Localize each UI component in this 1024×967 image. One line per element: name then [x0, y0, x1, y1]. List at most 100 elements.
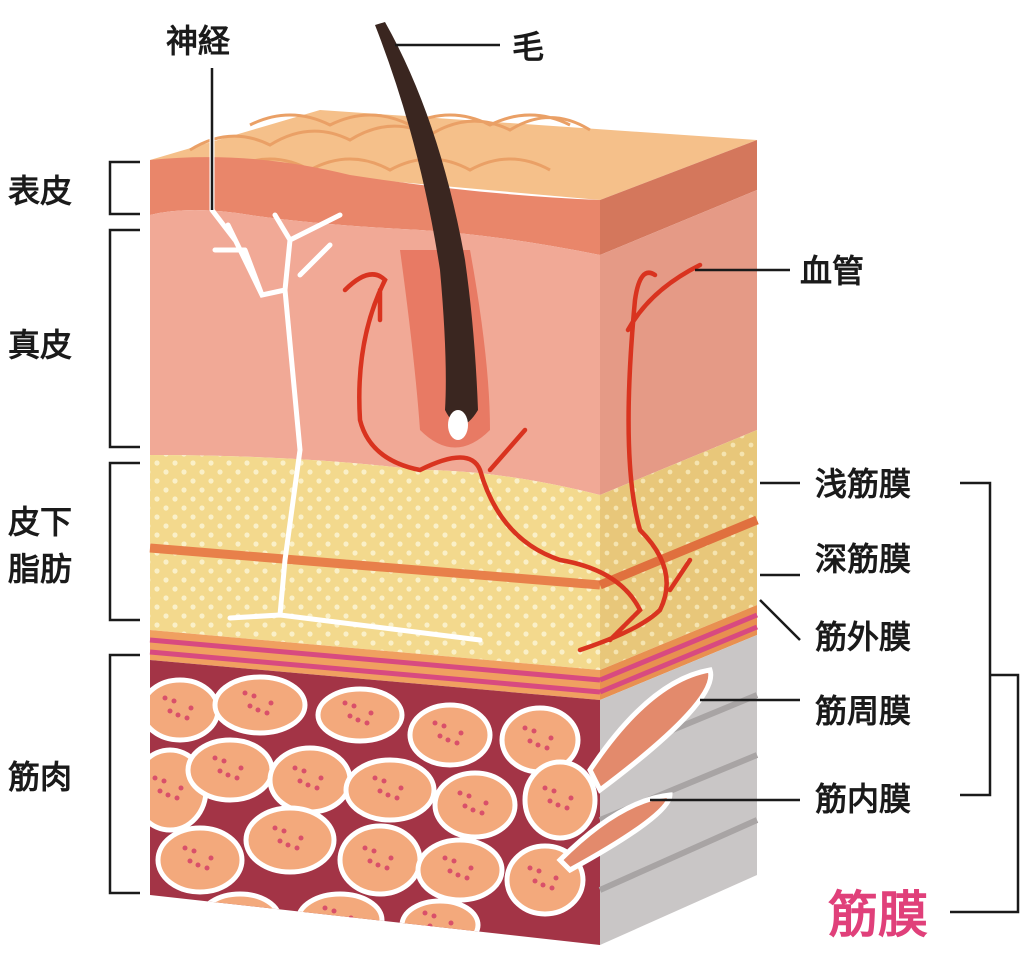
fiber-dot	[372, 775, 378, 781]
label-fascia: 筋膜	[828, 886, 928, 944]
fiber-dot	[544, 745, 550, 751]
fiber-dot	[184, 715, 190, 721]
fiber-dot	[377, 788, 383, 794]
fiber-dot	[212, 755, 218, 761]
fiber-dot	[532, 878, 538, 884]
fiber-dot	[217, 768, 223, 774]
label-nerve: 神経	[166, 22, 231, 60]
fiber-dot	[381, 778, 387, 784]
fiber-dot	[448, 920, 454, 926]
fiber-dot	[335, 922, 341, 928]
muscle-fiber	[150, 677, 221, 743]
blood-vessels	[342, 262, 703, 653]
muscle-fiber	[197, 891, 283, 945]
fiber-dot	[272, 825, 278, 831]
fiber-dot	[527, 738, 533, 744]
fiber-dot	[464, 875, 470, 881]
fiber-dot	[445, 737, 451, 743]
fiber-dot	[466, 793, 472, 799]
fiber-dot	[264, 710, 270, 716]
fiber-dot	[294, 845, 300, 851]
muscle-fiber	[185, 737, 275, 803]
fiber-dot	[175, 712, 181, 718]
fiber-dot	[371, 848, 377, 854]
fiber-dot	[244, 925, 250, 931]
muscle-fiber	[337, 823, 423, 897]
fiber-dot	[268, 700, 274, 706]
fiber-dot	[468, 865, 474, 871]
fiber-dot	[540, 882, 546, 888]
fiber-dot	[348, 915, 354, 921]
label-hair: 毛	[512, 28, 544, 66]
fiber-dot	[221, 758, 227, 764]
fiber-dot	[242, 690, 248, 696]
fiber-dot	[161, 923, 167, 929]
fiber-dot	[479, 810, 485, 816]
fiber-dot	[195, 862, 201, 868]
label-superficial-fascia: 浅筋膜	[815, 465, 911, 503]
fiber-dot	[547, 798, 553, 804]
muscle-fiber	[415, 837, 505, 903]
right-face	[556, 140, 759, 945]
fiber-dot	[152, 920, 158, 926]
fiber-dot	[301, 768, 307, 774]
fiber-dot	[305, 782, 311, 788]
fiber-dot	[238, 765, 244, 771]
fiber-dot	[431, 913, 437, 919]
fiber-dot	[422, 910, 428, 916]
fiber-dot	[564, 805, 570, 811]
fiber-dot	[247, 703, 253, 709]
fiber-dot	[531, 728, 537, 734]
fiber-dot	[298, 835, 304, 841]
fiber-dot	[331, 908, 337, 914]
fiber-dot	[385, 792, 391, 798]
fiber-dot	[204, 865, 210, 871]
fiber-dot	[182, 845, 188, 851]
fiber-dot	[318, 775, 324, 781]
fiber-dot	[355, 717, 361, 723]
fiber-dot	[188, 705, 194, 711]
fiber-dot	[458, 730, 464, 736]
fiber-dot	[388, 855, 394, 861]
fiber-dot	[227, 918, 233, 924]
fiber-dot	[327, 918, 333, 924]
fiber-dot	[522, 725, 528, 731]
fiber-dot	[470, 807, 476, 813]
muscle-fiber	[343, 757, 437, 823]
fiber-dot	[442, 855, 448, 861]
fiber-dot	[535, 742, 541, 748]
muscle-fiber	[399, 898, 481, 945]
fiber-dot	[178, 930, 184, 936]
fiber-dot	[368, 710, 374, 716]
fiber-dot	[555, 802, 561, 808]
fiber-dot	[457, 790, 463, 796]
fiber-dot	[314, 785, 320, 791]
fiber-dot	[174, 940, 180, 945]
fiber-dot	[347, 713, 353, 719]
fiber-dot	[342, 700, 348, 706]
fiber-dot	[536, 868, 542, 874]
muscle-fiber	[150, 910, 203, 945]
fiber-dot	[174, 795, 180, 801]
fiber-dot	[165, 937, 171, 943]
muscle-fiber	[432, 770, 518, 840]
fiber-dot	[231, 908, 237, 914]
front-face	[149, 157, 601, 945]
fiber-dot	[548, 735, 554, 741]
left-brackets	[108, 160, 140, 895]
muscle-fiber	[243, 805, 337, 875]
fiber-dot	[351, 703, 357, 709]
fiber-dot	[437, 733, 443, 739]
fiber-dot	[235, 922, 241, 928]
fiber-dot	[297, 778, 303, 784]
fiber-dot	[551, 788, 557, 794]
fiber-dot	[447, 868, 453, 874]
label-blood-vessel: 血管	[800, 252, 864, 290]
label-perimysium: 筋周膜	[815, 692, 911, 730]
muscle-fiber	[267, 745, 353, 815]
fiber-dot	[157, 933, 163, 939]
fiber-dot	[251, 693, 257, 699]
muscle-fiber	[315, 686, 405, 744]
fiber-dot	[187, 858, 193, 864]
